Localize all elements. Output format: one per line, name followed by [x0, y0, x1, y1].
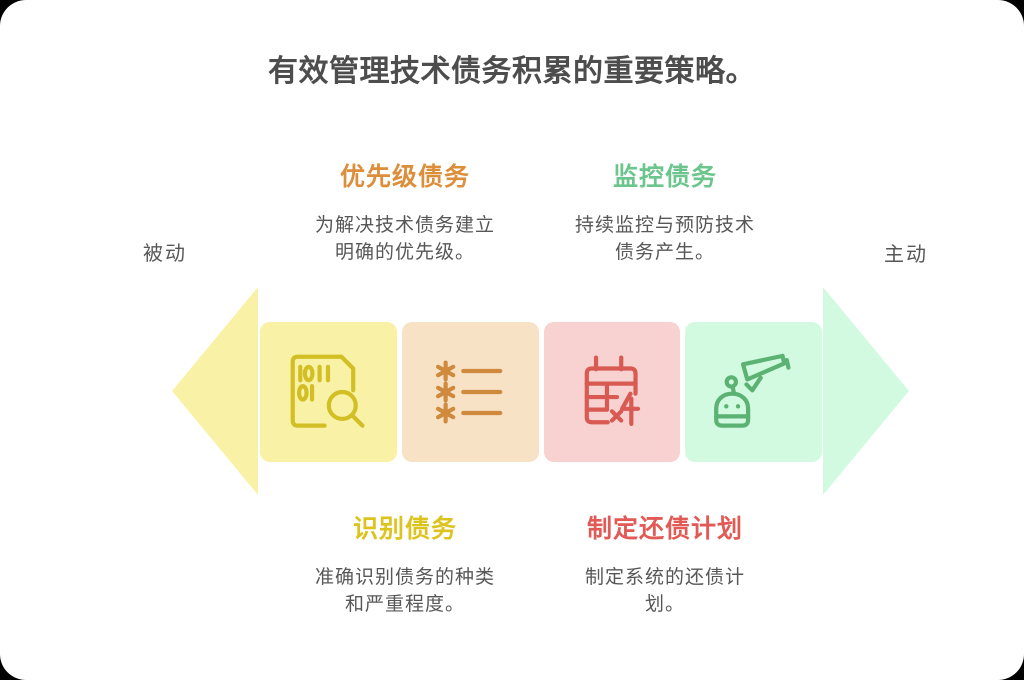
step-box-repayment-plan: [543, 322, 681, 462]
step-heading-prioritize-debt: 优先级债务: [339, 164, 470, 191]
step-box-identify-debt: [260, 322, 397, 462]
step-boxes-row: [260, 322, 822, 462]
page-title: 有效管理技术债务积累的重要策略。: [268, 55, 756, 88]
calendar-x4-icon: [584, 355, 641, 427]
step-heading-identify-debt: 识别债务: [352, 516, 457, 543]
passive-axis-label: 被动: [143, 243, 187, 265]
code-document-search-icon: [290, 354, 365, 428]
right-arrowhead: [823, 287, 909, 495]
step-text-repayment-plan: 制定还债计划 制定系统的还债计划。: [574, 516, 756, 619]
step-description-identify-debt: 准确识别债务的种类和严重程度。: [314, 566, 495, 615]
robot-surveillance-camera-icon: [713, 353, 791, 428]
left-arrowhead: [172, 287, 258, 495]
active-axis-label: 主动: [884, 244, 928, 266]
step-description-prioritize-debt: 为解决技术债务建立明确的优先级。: [314, 214, 495, 263]
step-text-prioritize-debt: 优先级债务 为解决技术债务建立明确的优先级。: [314, 164, 496, 267]
step-description-monitor-debt: 持续监控与预防技术债务产生。: [574, 214, 755, 263]
step-heading-repayment-plan: 制定还债计划: [586, 516, 743, 543]
step-box-monitor-debt: [685, 322, 822, 462]
step-box-prioritize-debt: [401, 322, 539, 462]
step-text-monitor-debt: 监控债务 持续监控与预防技术债务产生。: [574, 164, 756, 267]
asterisk-list-icon: [436, 360, 503, 424]
step-description-repayment-plan: 制定系统的还债计划。: [584, 566, 745, 615]
step-heading-monitor-debt: 监控债务: [612, 164, 717, 191]
step-text-identify-debt: 识别债务 准确识别债务的种类和严重程度。: [314, 516, 496, 619]
